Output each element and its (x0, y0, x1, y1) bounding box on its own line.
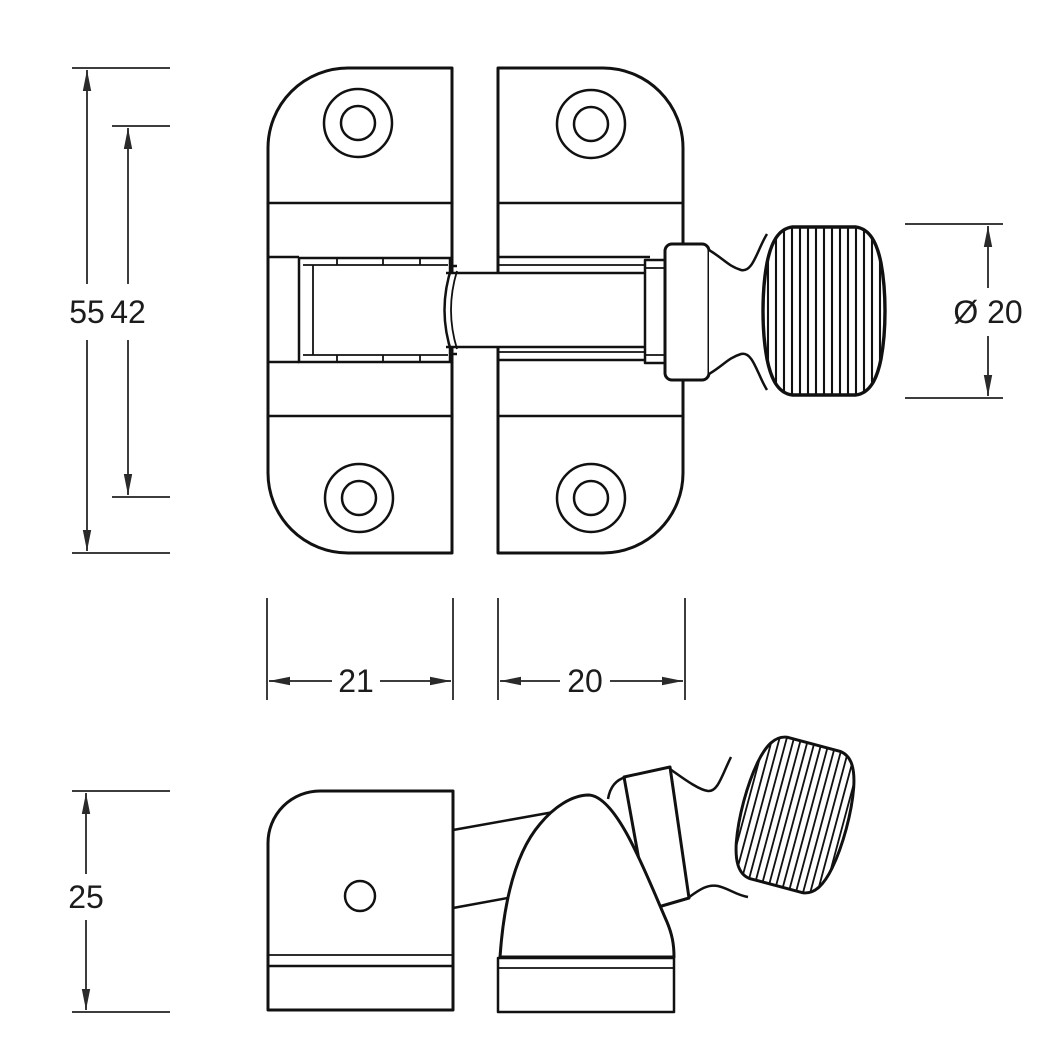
side-latch-base (496, 956, 676, 1014)
keep-plate (266, 66, 454, 555)
dimension-overall-height: 55 (69, 67, 170, 554)
knob-neck (709, 234, 778, 390)
dim-label-side-height: 25 (68, 879, 104, 915)
side-view (266, 727, 866, 1014)
side-screw-hole (343, 879, 377, 913)
dimension-knob-diameter: Ø 20 (905, 223, 1023, 399)
screw-holes (322, 87, 627, 534)
dimension-side-height: 25 (68, 790, 170, 1013)
plate-fold-lines (268, 201, 683, 418)
bolt-collar (663, 242, 711, 382)
slide-bolt (443, 233, 778, 391)
dim-label-hole-spacing: 42 (110, 294, 146, 330)
dimension-latch-width: 20 (497, 598, 686, 700)
side-keep-block (266, 789, 455, 1012)
front-view (266, 66, 885, 555)
dim-label-knob-diameter: Ø 20 (953, 294, 1022, 330)
pivot-dome (498, 793, 676, 959)
side-bolt-shaft (452, 808, 566, 832)
dim-label-latch-width: 20 (567, 663, 603, 699)
collar-step (606, 775, 627, 800)
dimension-hole-spacing: 42 (110, 125, 170, 498)
dimension-keep-width: 21 (266, 598, 454, 700)
dim-label-keep-width: 21 (338, 663, 374, 699)
reeded-knob-front (763, 223, 885, 399)
bolt-tip (443, 264, 457, 356)
bolt-shoulder (643, 258, 667, 365)
reeded-knob-side (724, 727, 866, 902)
dim-label-overall-height: 55 (69, 294, 105, 330)
